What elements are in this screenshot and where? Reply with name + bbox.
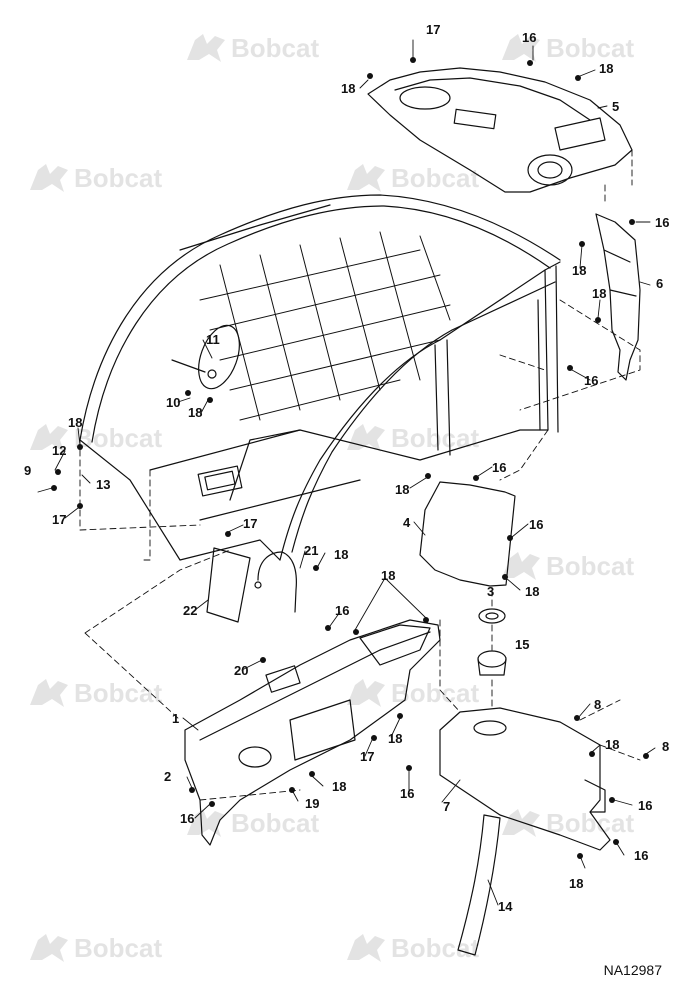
bobcat-logo-icon [500,805,542,841]
drawing-number: NA12987 [603,962,662,978]
callout-6: 6 [656,276,664,291]
callout-16: 16 [400,786,415,801]
bobcat-watermark: Bobcat [345,420,479,456]
hardware-markers [51,57,649,859]
callout-18: 18 [334,547,349,562]
cover-plate [206,547,251,623]
door-panel [419,481,516,587]
bobcat-watermark: Bobcat [28,160,162,196]
bobcat-watermark: Bobcat [28,930,162,966]
callout-1: 1 [172,711,180,726]
callout-18: 18 [525,584,540,599]
bobcat-watermark: Bobcat [28,675,162,711]
fuel-cap [478,608,506,624]
cab-frame [79,194,561,561]
bobcat-watermark: Bobcat [500,548,634,584]
callout-16: 16 [180,811,195,826]
callout-16: 16 [655,215,670,230]
callout-16: 16 [492,460,507,475]
bobcat-logo-icon [28,675,70,711]
callout-10: 10 [166,395,181,410]
callout-16: 16 [522,30,537,45]
bobcat-logo-icon [345,930,387,966]
filler-neck [477,650,507,676]
callout-12: 12 [52,443,67,458]
bobcat-logo-icon [185,30,227,66]
mirror [171,324,240,390]
top-cover-panel [367,67,633,193]
callout-19: 19 [305,796,320,811]
callout-16: 16 [335,603,350,618]
callout-18: 18 [395,482,410,497]
callout-16: 16 [638,798,653,813]
callout-5: 5 [612,99,620,114]
callout-17: 17 [243,516,258,531]
callout-8: 8 [662,739,670,754]
callout-15: 15 [515,637,530,652]
callout-18: 18 [341,81,356,96]
callout-leaders [37,39,656,906]
callout-18: 18 [68,415,83,430]
callout-4: 4 [403,515,411,530]
bobcat-logo-icon [345,160,387,196]
lower-console [184,619,441,846]
callout-18: 18 [569,876,584,891]
callout-18: 18 [388,731,403,746]
callout-17: 17 [360,749,375,764]
bobcat-logo-icon [28,420,70,456]
callout-16: 16 [584,373,599,388]
callout-18: 18 [605,737,620,752]
bobcat-watermark: Bobcat [345,930,479,966]
callout-18: 18 [599,61,614,76]
bobcat-logo-icon [345,675,387,711]
bobcat-watermark: Bobcat [185,30,319,66]
bobcat-logo-icon [500,30,542,66]
callout-9: 9 [24,463,32,478]
callout-16: 16 [529,517,544,532]
callout-11: 11 [206,332,220,347]
callout-8: 8 [594,697,602,712]
fuel-tank [439,707,611,851]
callout-22: 22 [183,603,198,618]
bobcat-logo-icon [28,930,70,966]
callout-16: 16 [634,848,649,863]
callout-18: 18 [381,568,396,583]
bobcat-logo-icon [500,548,542,584]
bobcat-logo-icon [28,160,70,196]
callout-7: 7 [443,799,451,814]
callout-13: 13 [96,477,111,492]
bobcat-watermark: Bobcat [185,805,319,841]
callout-18: 18 [332,779,347,794]
callout-14: 14 [498,899,513,914]
callout-18: 18 [592,286,607,301]
callout-21: 21 [304,543,319,558]
fuel-hose [457,814,501,956]
callout-17: 17 [52,512,67,527]
bobcat-watermark: Bobcat [500,30,634,66]
callout-2: 2 [164,769,172,784]
callout-18: 18 [572,263,587,278]
strap [254,551,297,613]
assembly-leaders [79,149,641,801]
callout-18: 18 [188,405,203,420]
roof-grid [199,231,451,421]
bobcat-watermark: Bobcat [345,160,479,196]
callout-17: 17 [426,22,441,37]
callout-3: 3 [487,584,495,599]
bobcat-logo-icon [345,420,387,456]
callout-20: 20 [234,663,249,678]
side-panel [595,213,641,381]
